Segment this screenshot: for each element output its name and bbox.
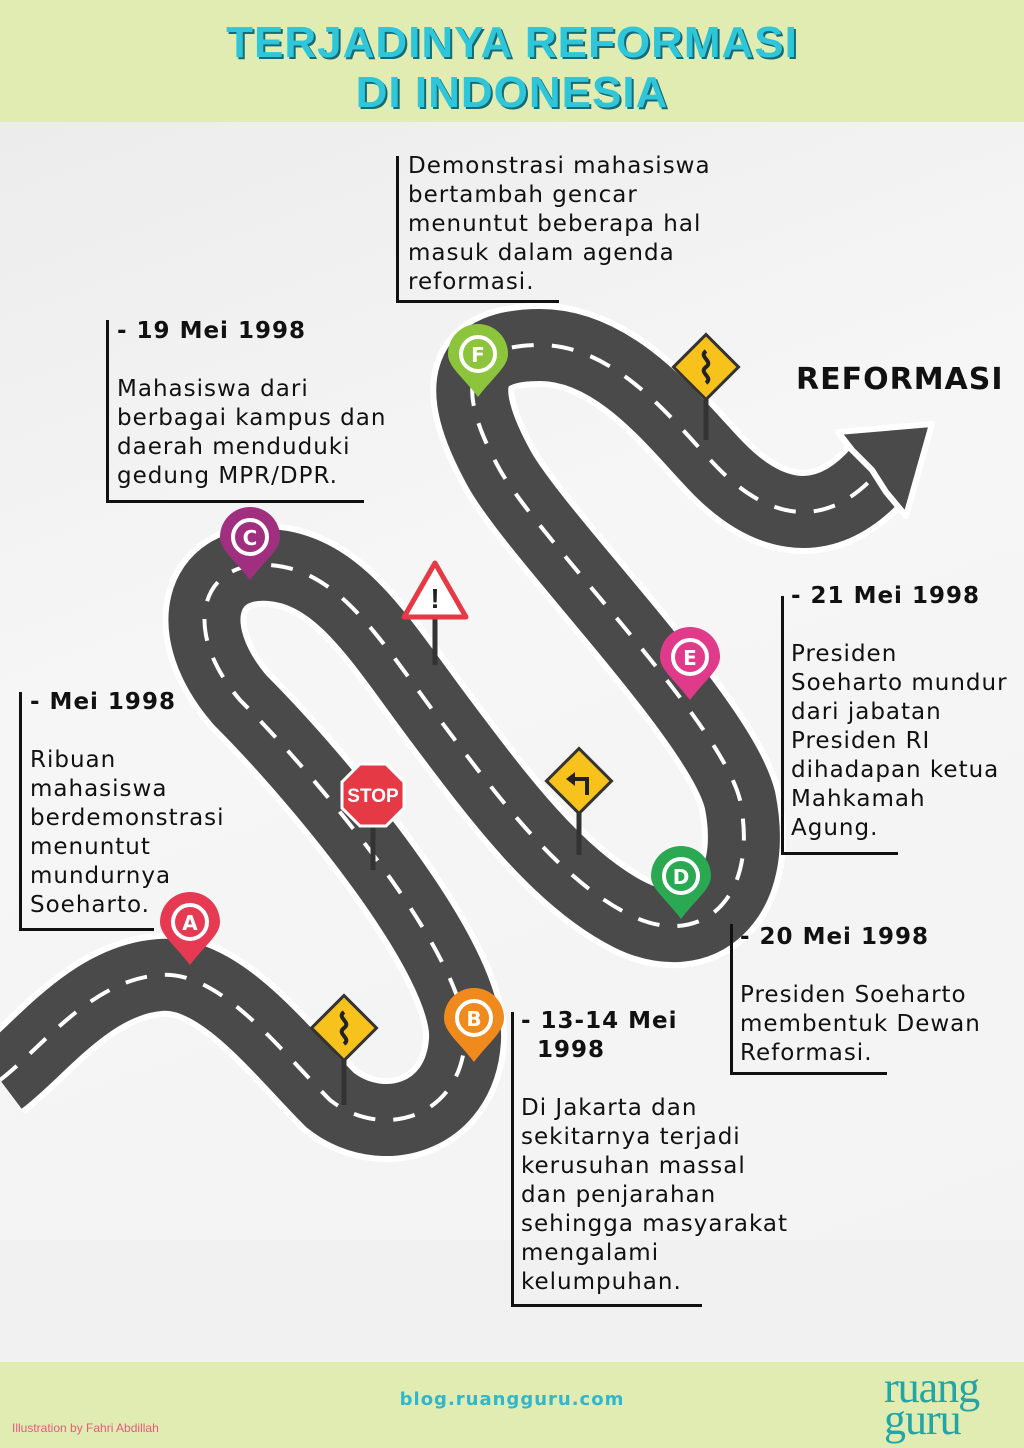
event-f-line: masuk dalam agenda [408, 240, 675, 266]
event-a-line: menuntut [30, 834, 151, 860]
bracket-a [19, 692, 154, 931]
event-c-date: - 19 Mei 1998 [117, 318, 306, 344]
marker-d: D [651, 846, 711, 919]
event-b-line: sekitarnya terjadi [521, 1124, 741, 1150]
marker-b-label: B [466, 1007, 481, 1031]
header-band [0, 0, 1024, 122]
event-e-line: dihadapan ketua [791, 757, 1000, 783]
marker-f: F [448, 324, 508, 397]
event-b-line: kelumpuhan. [521, 1269, 682, 1295]
event-f-line: reformasi. [408, 269, 535, 295]
event-a-line: Ribuan [30, 747, 117, 773]
event-b-line: dan penjarahan [521, 1182, 717, 1208]
event-b-date-line2: 1998 [537, 1037, 606, 1063]
footer-url-link[interactable]: blog.ruangguru.com [399, 1389, 625, 1410]
illustration-credit: Illustration by Fahri Abdillah [12, 1421, 159, 1435]
road-arrow-head [835, 421, 935, 519]
page-title-line2: DI INDONESIA [355, 68, 669, 117]
event-e-line: Presiden [791, 641, 898, 667]
event-e-line: Mahkamah [791, 786, 926, 812]
event-d-desc: Presiden Soeharto membentuk Dewan Reform… [740, 981, 981, 1068]
winding-road-sign-bottom [309, 993, 379, 1105]
event-b-line: sehingga masyarakat [521, 1211, 789, 1237]
event-a-line: berdemonstrasi [30, 805, 225, 831]
marker-b: B [444, 988, 504, 1062]
event-d-line: membentuk Dewan [740, 1011, 981, 1037]
event-e: - 21 Mei 1998 Presiden Soeharto mundur d… [791, 582, 1008, 843]
footer-band [0, 1362, 1024, 1448]
event-d-line: Reformasi. [740, 1040, 873, 1066]
event-a-line: mundurnya [30, 863, 172, 889]
marker-c-label: C [243, 526, 258, 550]
event-e-line: dari jabatan [791, 699, 942, 725]
event-c-line: daerah menduduki [117, 434, 351, 460]
event-e-date: - 21 Mei 1998 [791, 583, 980, 609]
bracket-e [781, 596, 898, 855]
bracket-b [511, 1012, 702, 1307]
event-f-line: menuntut beberapa hal [408, 211, 702, 237]
turn-left-sign [544, 746, 614, 855]
event-b-line: kerusuhan massal [521, 1153, 746, 1179]
event-d-date: - 20 Mei 1998 [740, 924, 929, 950]
event-e-line: Presiden RI [791, 728, 931, 754]
event-a-line: Soeharto. [30, 892, 150, 918]
event-a-line: mahasiswa [30, 776, 168, 802]
event-c-desc: Mahasiswa dari berbagai kampus dan daera… [117, 375, 386, 491]
event-a-desc: Ribuan mahasiswa berdemonstrasi menuntut… [30, 746, 225, 920]
marker-e: E [660, 627, 720, 700]
destination-label: REFORMASI [796, 362, 1004, 397]
event-c-line: berbagai kampus dan [117, 405, 387, 431]
event-c-line: Mahasiswa dari [117, 376, 309, 402]
marker-c: C [220, 507, 280, 580]
marker-a: A [160, 892, 220, 965]
event-d: - 20 Mei 1998 Presiden Soeharto membentu… [740, 923, 981, 1068]
event-e-line: Soeharto mundur [791, 670, 1008, 696]
event-a-date: - Mei 1998 [30, 689, 176, 715]
stop-sign: STOP [340, 762, 406, 870]
event-c-line: gedung MPR/DPR. [117, 463, 338, 489]
event-f-desc: Demonstrasi mahasiswa bertambah gencar m… [408, 152, 711, 297]
warning-sign: ! [401, 560, 469, 665]
bracket-d [730, 924, 887, 1075]
event-e-line: Agung. [791, 815, 879, 841]
event-b-line: mengalami [521, 1240, 660, 1266]
winding-road-sign-top [671, 332, 741, 440]
bracket-f [396, 156, 559, 303]
event-f: Demonstrasi mahasiswa bertambah gencar m… [408, 152, 711, 297]
marker-f-label: F [471, 343, 485, 367]
brand-logo-line2: guru [884, 1395, 962, 1444]
marker-d-label: D [673, 865, 690, 889]
stop-sign-label: STOP [347, 786, 399, 807]
event-a: - Mei 1998 Ribuan mahasiswa berdemonstra… [30, 688, 225, 920]
bracket-c [106, 320, 364, 503]
event-f-line: bertambah gencar [408, 182, 638, 208]
marker-e-label: E [683, 646, 697, 670]
event-b-desc: Di Jakarta dan sekitarnya terjadi kerusu… [521, 1094, 788, 1297]
event-d-line: Presiden Soeharto [740, 982, 967, 1008]
brand-logo-line1: ruang [884, 1363, 980, 1412]
event-f-line: Demonstrasi mahasiswa [408, 153, 711, 179]
event-b-date-line1: - 13-14 Mei [521, 1008, 678, 1034]
marker-a-label: A [182, 911, 198, 935]
event-e-desc: Presiden Soeharto mundur dari jabatan Pr… [791, 640, 1008, 843]
event-b-line: Di Jakarta dan [521, 1095, 698, 1121]
warning-sign-label: ! [430, 583, 439, 614]
event-b: - 13-14 Mei 1998 Di Jakarta dan sekitarn… [521, 1007, 788, 1297]
page-title-line1: TERJADINYA REFORMASI [226, 18, 798, 67]
event-c: - 19 Mei 1998 Mahasiswa dari berbagai ka… [117, 317, 386, 491]
